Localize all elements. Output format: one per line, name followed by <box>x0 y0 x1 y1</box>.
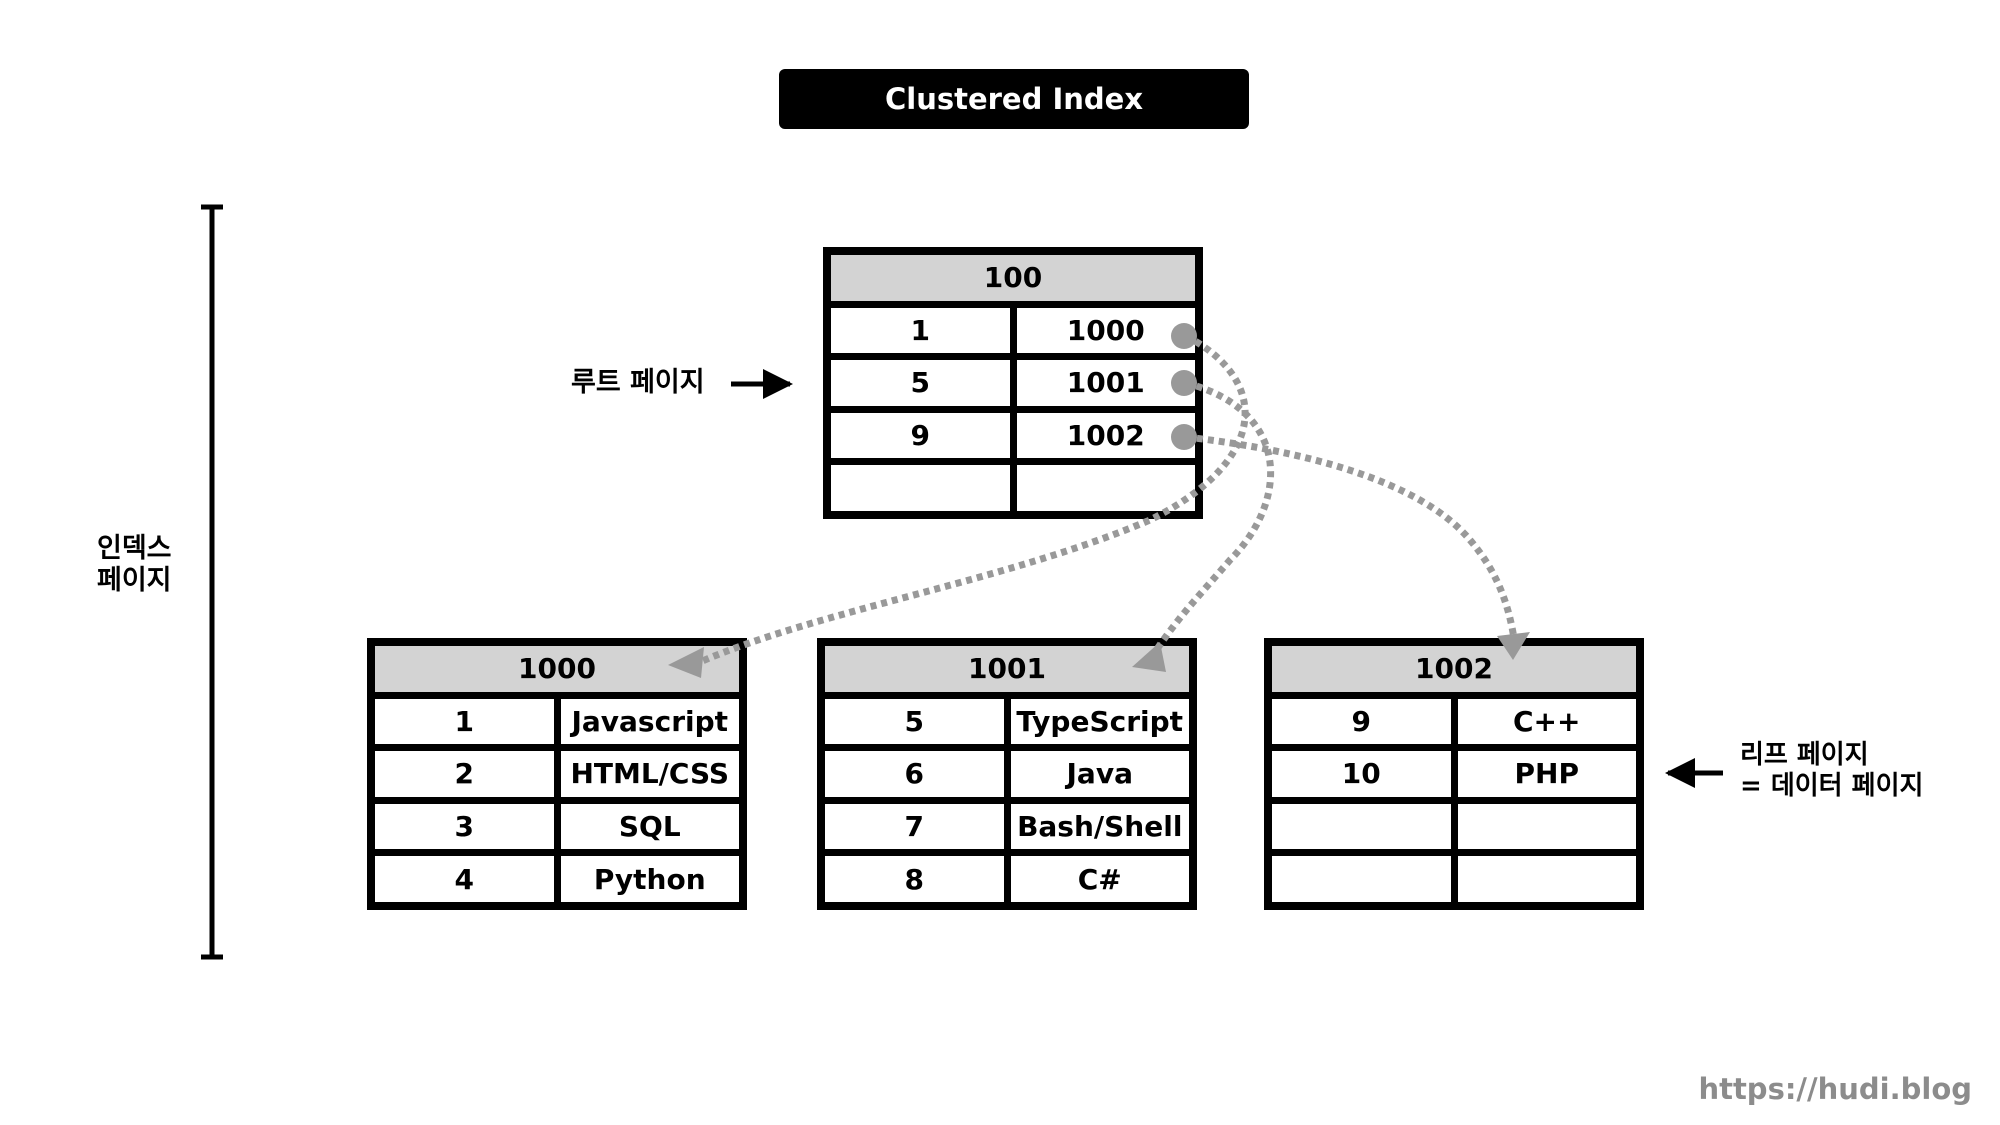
leaf-value-cell: Python <box>560 856 739 902</box>
pointer-dot-icon <box>1171 424 1197 450</box>
leaf-page-number: 1002 <box>1272 646 1636 692</box>
root-pointer-cell: 1001 <box>1016 360 1195 406</box>
leaf-key-cell: 8 <box>825 856 1004 902</box>
leaf-page-label: 리프 페이지 = 데이터 페이지 <box>1740 740 1923 802</box>
index-page-label: 인덱스 페이지 <box>97 533 172 598</box>
leaf-key-cell: 6 <box>825 751 1004 797</box>
root-page-label: 루트 페이지 <box>571 367 705 398</box>
leaf-value-cell: PHP <box>1457 751 1636 797</box>
leaf-value-cell <box>1457 803 1636 850</box>
watermark-url: https://hudi.blog <box>1698 1072 1972 1106</box>
leaf-page-number: 1001 <box>825 646 1189 692</box>
pointer-arrowhead-icon <box>1132 642 1166 672</box>
root-key-cell: 5 <box>831 360 1010 406</box>
leaf-key-cell: 10 <box>1272 751 1451 797</box>
leaf-key-cell: 7 <box>825 803 1004 850</box>
leaf-value-cell: C++ <box>1457 698 1636 745</box>
pointer-arrowhead-icon <box>668 647 704 678</box>
leaf-value-cell: SQL <box>560 803 739 850</box>
diagram-title: Clustered Index <box>779 69 1249 129</box>
leaf-page-table-1000: 1000 1 Javascript 2 HTML/CSS 3 SQL 4 Pyt… <box>367 638 747 910</box>
leaf-key-cell: 9 <box>1272 698 1451 745</box>
leaf-page-table-1002: 1002 9 C++ 10 PHP <box>1264 638 1644 910</box>
pointer-arrowhead-icon <box>1497 632 1530 660</box>
root-page-number: 100 <box>831 255 1195 301</box>
leaf-key-cell <box>1272 803 1451 850</box>
root-pointer-cell: 1002 <box>1016 412 1195 459</box>
leaf-key-cell: 3 <box>375 803 554 850</box>
leaf-value-cell: Bash/Shell <box>1010 803 1189 850</box>
leaf-value-cell: C# <box>1010 856 1189 902</box>
leaf-value-cell: HTML/CSS <box>560 751 739 797</box>
leaf-value-cell: Javascript <box>560 698 739 745</box>
leaf-value-cell: TypeScript <box>1010 698 1189 745</box>
root-key-cell: 1 <box>831 307 1010 354</box>
leaf-key-cell: 5 <box>825 698 1004 745</box>
leaf-page-label-line1: 리프 페이지 <box>1740 740 1869 770</box>
leaf-page-table-1001: 1001 5 TypeScript 6 Java 7 Bash/Shell 8 … <box>817 638 1197 910</box>
index-page-label-line1: 인덱스 <box>97 533 172 564</box>
root-pointer-cell <box>1016 465 1195 511</box>
index-page-label-line2: 페이지 <box>97 565 172 597</box>
pointer-curve-to-1000 <box>698 332 1249 666</box>
leaf-key-cell: 4 <box>375 856 554 902</box>
root-pointer-cell: 1000 <box>1016 307 1195 354</box>
leaf-value-cell <box>1457 856 1636 902</box>
leaf-value-cell: Java <box>1010 751 1189 797</box>
leaf-key-cell: 1 <box>375 698 554 745</box>
leaf-key-cell <box>1272 856 1451 902</box>
pointer-curve-to-1001 <box>1147 379 1275 662</box>
root-page-table: 100 1 1000 5 1001 9 1002 <box>823 247 1203 519</box>
pointer-dot-icon <box>1171 323 1197 349</box>
leaf-page-label-line2: = 데이터 페이지 <box>1740 771 1924 802</box>
pointer-dot-icon <box>1171 370 1197 396</box>
index-page-bracket <box>201 204 223 960</box>
pointer-curve-to-1002 <box>1185 433 1519 646</box>
root-key-cell: 9 <box>831 412 1010 459</box>
leaf-key-cell: 2 <box>375 751 554 797</box>
root-key-cell <box>831 465 1010 511</box>
